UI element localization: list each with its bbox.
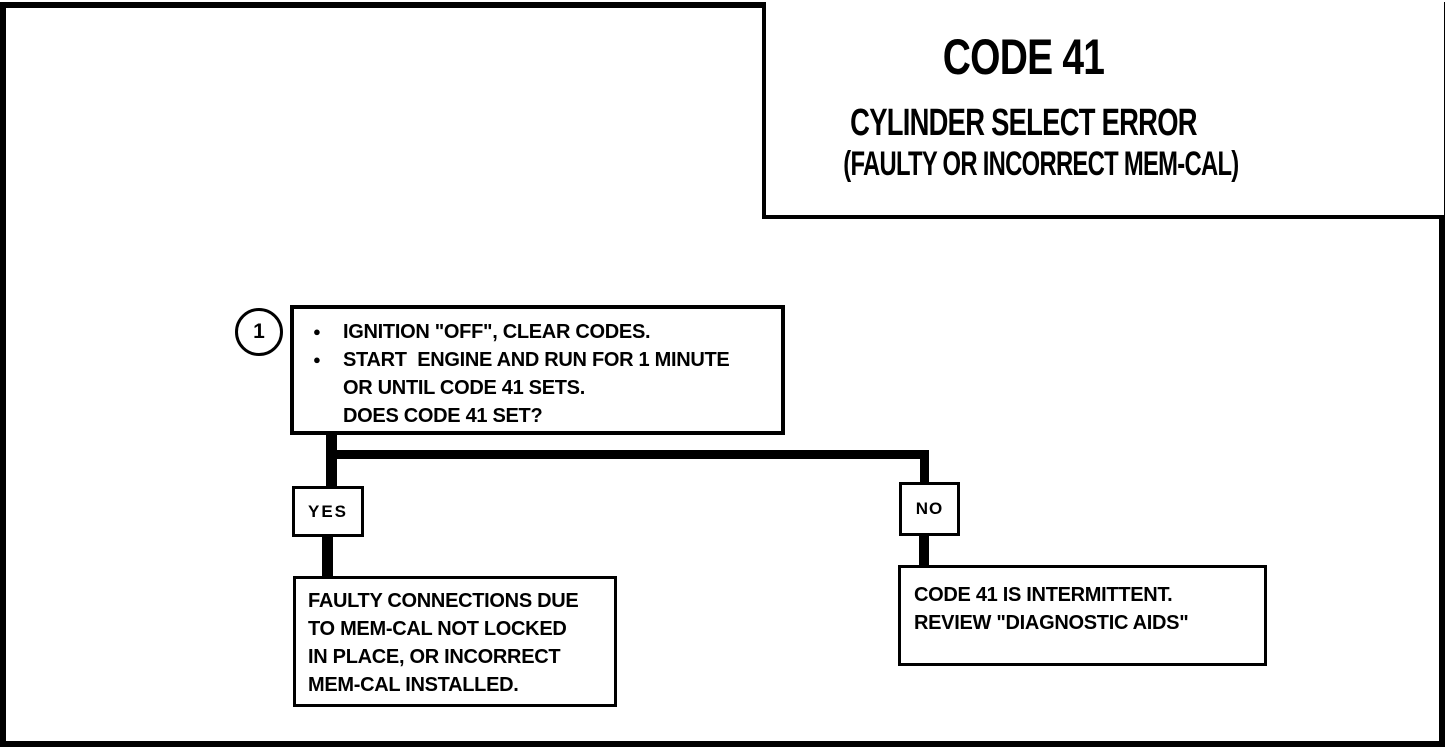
code-number-title: CODE 41 (942, 29, 1105, 85)
result-text-line: REVIEW "DIAGNOSTIC AIDS" (914, 612, 1189, 634)
instruction-text: OR UNTIL CODE 41 SETS. (343, 377, 585, 399)
no-result-box: CODE 41 IS INTERMITTENT. REVIEW "DIAGNOS… (898, 565, 1267, 666)
instruction-text: IGNITION "OFF", CLEAR CODES. (343, 321, 651, 343)
connector-yes-result (322, 534, 333, 578)
result-text-line: CODE 41 IS INTERMITTENT. (914, 584, 1173, 606)
title-block: CODE 41 CYLINDER SELECT ERROR (FAULTY OR… (766, 2, 1281, 184)
connector-step1-down (326, 433, 337, 488)
connector-no-result (919, 533, 929, 567)
step1-instruction-box: ● IGNITION "OFF", CLEAR CODES. ● START E… (290, 305, 785, 435)
instruction-line: ● START ENGINE AND RUN FOR 1 MINUTE (294, 346, 781, 374)
connector-branch-horizontal (326, 450, 929, 459)
yes-result-box: FAULTY CONNECTIONS DUE TO MEM-CAL NOT LO… (293, 576, 617, 707)
title-box: CODE 41 CYLINDER SELECT ERROR (FAULTY OR… (762, 2, 1444, 219)
instruction-line: ● IGNITION "OFF", CLEAR CODES. (294, 318, 781, 346)
instruction-line: OR UNTIL CODE 41 SETS. (294, 374, 781, 402)
result-text-line: TO MEM-CAL NOT LOCKED (308, 618, 567, 640)
no-branch-box: NO (899, 482, 960, 536)
bullet-icon: ● (313, 324, 321, 339)
connector-no-down (920, 452, 929, 484)
instruction-line: DOES CODE 41 SET? (294, 402, 781, 430)
bullet-icon: ● (313, 352, 321, 367)
result-text-line: MEM-CAL INSTALLED. (308, 674, 519, 696)
step-number-circle: 1 (235, 308, 283, 356)
result-text-line: FAULTY CONNECTIONS DUE (308, 590, 579, 612)
question-text: DOES CODE 41 SET? (343, 405, 543, 427)
yes-branch-box: YES (292, 486, 364, 537)
step-number: 1 (253, 320, 265, 343)
result-text-line: IN PLACE, OR INCORRECT (308, 646, 561, 668)
no-label: NO (915, 499, 944, 518)
instruction-text: START ENGINE AND RUN FOR 1 MINUTE (343, 349, 730, 371)
yes-label: YES (307, 501, 349, 521)
error-title: CYLINDER SELECT ERROR (850, 102, 1197, 144)
error-subtitle: (FAULTY OR INCORRECT MEM-CAL) (843, 145, 1239, 183)
